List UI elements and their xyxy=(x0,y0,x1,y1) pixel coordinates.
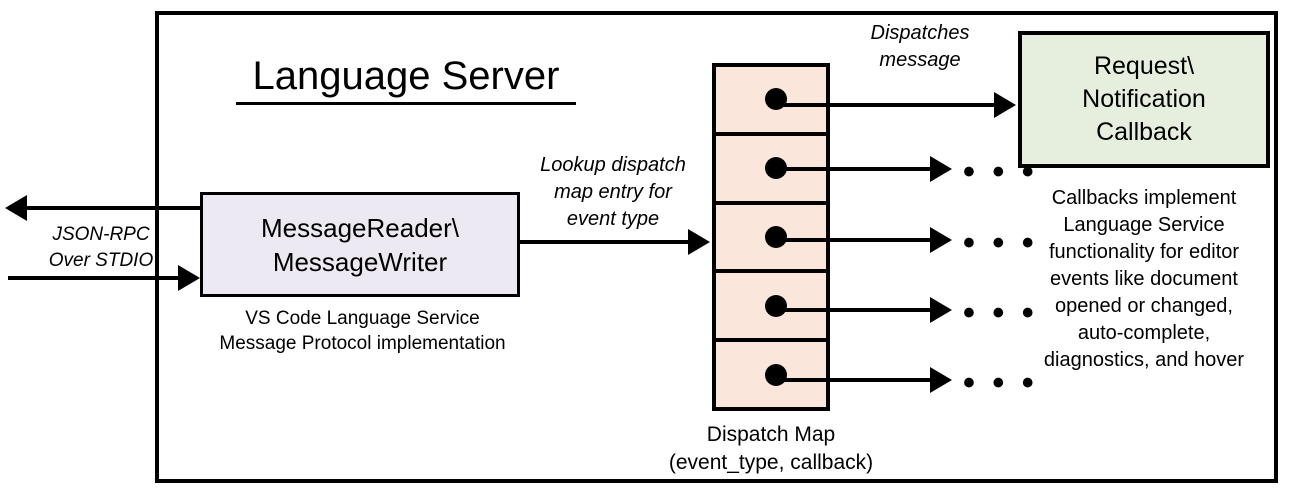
stdio-protocol-label: JSON-RPC Over STDIO xyxy=(26,222,176,274)
dispatch-row1-arrowhead xyxy=(994,92,1016,118)
filled-dot-icon xyxy=(765,225,787,248)
page-title: Language Server xyxy=(236,52,576,105)
callback-caption-line7: diagnostics, and hover xyxy=(1043,349,1245,371)
stdio-label-line1: JSON-RPC xyxy=(52,224,150,245)
filled-dot-icon xyxy=(765,294,787,317)
filled-dot-icon xyxy=(765,157,787,180)
lookup-label-line2: map entry for xyxy=(554,181,672,203)
language-server-container xyxy=(155,11,1278,483)
lookup-label-line1: Lookup dispatch xyxy=(540,154,686,176)
dispatch-row5-ellipsis: • • • xyxy=(963,364,1038,402)
lookup-edge-arrowhead xyxy=(688,229,710,255)
dispatch-label-line1: Dispatches xyxy=(870,22,970,44)
outbound-stdio-line xyxy=(27,206,203,210)
dispatch-label-line2: message xyxy=(879,49,961,71)
callback-caption-line2: Language Service xyxy=(1063,214,1225,236)
dispatch-row2-line xyxy=(784,167,932,171)
callback-caption: Callbacks implement Language Service fun… xyxy=(1008,185,1280,374)
reader-caption-line2: Message Protocol implementation xyxy=(219,333,506,354)
callback-caption-line1: Callbacks implement xyxy=(1051,187,1237,209)
dispatch-caption-line2: (event_type, callback) xyxy=(668,451,874,474)
dispatch-caption-line1: Dispatch Map xyxy=(706,423,836,446)
dispatch-map-table[interactable] xyxy=(712,63,830,411)
stdio-label-line2: Over STDIO xyxy=(48,250,154,271)
dispatch-row1-line xyxy=(784,103,996,107)
message-reader-caption: VS Code Language Service Message Protoco… xyxy=(190,306,535,356)
inbound-stdio-arrowhead xyxy=(178,265,200,291)
dispatch-row4-ellipsis: • • • xyxy=(963,294,1038,332)
request-notification-callback-box[interactable]: Request\ Notification Callback xyxy=(1018,31,1270,168)
dispatch-row3-ellipsis: • • • xyxy=(963,224,1038,262)
dispatch-row4-line xyxy=(784,308,932,312)
table-row[interactable] xyxy=(716,273,826,343)
callback-caption-line5: opened or changed, xyxy=(1055,295,1233,317)
dispatch-row4-arrowhead xyxy=(930,297,952,323)
filled-dot-icon xyxy=(765,88,787,111)
callback-caption-line4: events like document xyxy=(1050,268,1238,290)
dispatch-row3-line xyxy=(784,238,932,242)
outbound-stdio-arrowhead xyxy=(5,195,27,221)
table-row[interactable] xyxy=(716,67,826,136)
lookup-edge-line xyxy=(518,240,692,244)
table-row[interactable] xyxy=(716,342,826,407)
dispatch-row3-arrowhead xyxy=(930,227,952,253)
dispatch-map-caption: Dispatch Map (event_type, callback) xyxy=(643,421,899,477)
reader-caption-line1: VS Code Language Service xyxy=(245,308,480,329)
callback-title-line1: Request\ xyxy=(1093,52,1195,80)
callback-title-line2: Notification xyxy=(1082,85,1206,113)
table-row[interactable] xyxy=(716,205,826,274)
filled-dot-icon xyxy=(765,363,787,386)
dispatch-edge-label: Dispatches message xyxy=(832,20,1008,74)
lookup-edge-label: Lookup dispatch map entry for event type xyxy=(518,152,708,233)
dispatch-row2-arrowhead xyxy=(930,156,952,182)
message-reader-writer-box[interactable]: MessageReader\ MessageWriter xyxy=(200,192,520,297)
reader-title-line2: MessageWriter xyxy=(272,246,448,277)
callback-caption-line6: auto-complete, xyxy=(1077,322,1211,344)
reader-title-line1: MessageReader\ xyxy=(261,212,459,243)
callback-caption-line3: functionality for editor xyxy=(1048,241,1240,263)
dispatch-row5-line xyxy=(784,378,932,382)
callback-title-line3: Callback xyxy=(1096,118,1192,146)
inbound-stdio-line xyxy=(8,276,180,280)
dispatch-row5-arrowhead xyxy=(930,367,952,393)
table-row[interactable] xyxy=(716,136,826,205)
lookup-label-line3: event type xyxy=(566,208,660,230)
